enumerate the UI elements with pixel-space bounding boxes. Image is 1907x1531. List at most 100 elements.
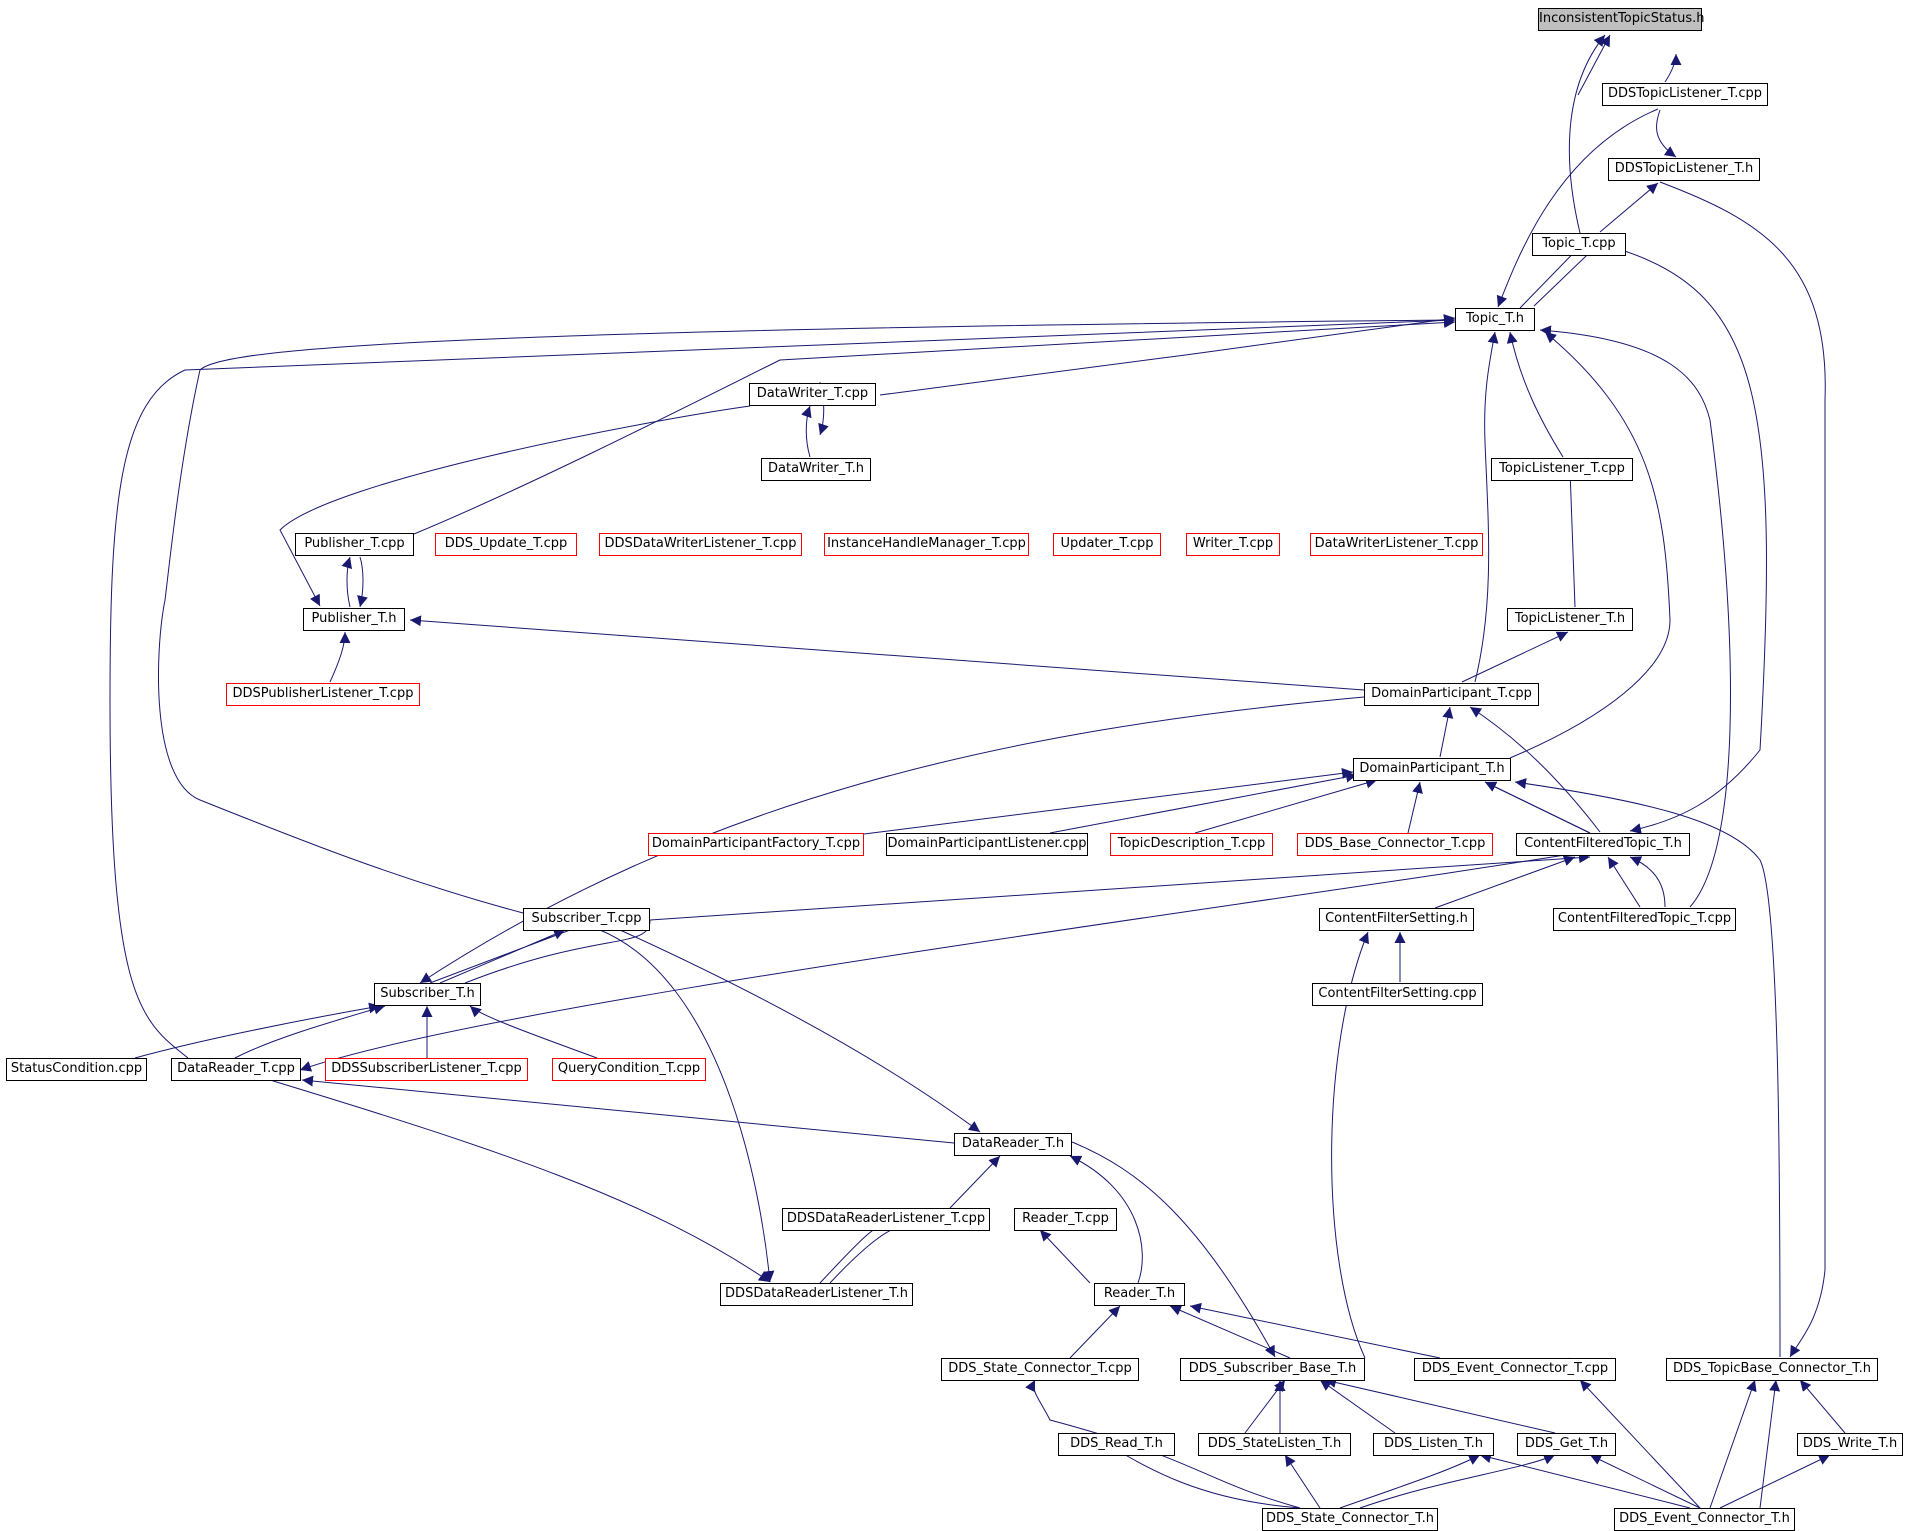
node-subscriber-t-cpp[interactable]: Subscriber_T.cpp (523, 908, 650, 931)
dependency-edge (1049, 771, 1358, 834)
node-contentfiltersetting-h[interactable]: ContentFilterSetting.h (1319, 908, 1474, 931)
node-dds-topicbase-connector-t-h[interactable]: DDS_TopicBase_Connector_T.h (1666, 1358, 1878, 1381)
dependency-edge (413, 317, 1456, 535)
dependency-edge (1284, 1454, 1321, 1509)
node-dds-topic-listener-t-h[interactable]: DDSTopicListener_T.h (1608, 158, 1760, 181)
node-dds-update-t-cpp[interactable]: DDS_Update_T.cpp (435, 533, 577, 556)
node-domainparticipantfactory-t-cpp[interactable]: DomainParticipantFactory_T.cpp (648, 833, 864, 856)
dependency-edge (1189, 1302, 1441, 1359)
node-topiclistener-t-h[interactable]: TopicListener_T.h (1507, 608, 1633, 631)
node-datawriterlistener-t-cpp[interactable]: DataWriterListener_T.cpp (1310, 533, 1483, 556)
node-contentfilteredtopic-t-cpp[interactable]: ContentFilteredTopic_T.cpp (1553, 908, 1736, 931)
dependency-edge (1709, 1379, 1757, 1509)
dependency-edge (863, 767, 1354, 835)
dependency-edge (801, 405, 812, 458)
dependency-edge (1568, 34, 1606, 234)
node-dds-topic-listener-t-cpp[interactable]: DDSTopicListener_T.cpp (1602, 83, 1768, 106)
dependency-edge (409, 615, 1365, 691)
dependency-edge (1719, 1454, 1831, 1509)
node-datareader-t-cpp[interactable]: DataReader_T.cpp (171, 1058, 301, 1081)
node-datawriter-t-h[interactable]: DataWriter_T.h (761, 458, 871, 481)
dependency-edge (1039, 1229, 1091, 1284)
dependency-edge (1599, 182, 1659, 233)
dependency-edge (1506, 331, 1564, 458)
node-reader-t-h[interactable]: Reader_T.h (1094, 1283, 1185, 1306)
dependency-edge (1461, 631, 1569, 683)
node-datareader-t-h[interactable]: DataReader_T.h (954, 1133, 1072, 1156)
dependency-edge (1579, 1379, 1701, 1509)
dependency-edge (649, 852, 1591, 921)
node-dds-get-t-h[interactable]: DDS_Get_T.h (1517, 1433, 1616, 1456)
node-ddsdatareaderlistener-t-cpp[interactable]: DDSDataReaderListener_T.cpp (782, 1208, 990, 1231)
dependency-edge (1564, 469, 1576, 608)
dependency-edge (1514, 778, 1781, 1358)
dependency-edge (1071, 1141, 1276, 1358)
dependency-edge (329, 631, 351, 683)
dependency-edge (1759, 1379, 1781, 1509)
dependency-edge (1659, 181, 1826, 1358)
dependency-edge (949, 1155, 1001, 1209)
node-statuscondition-cpp[interactable]: StatusCondition.cpp (6, 1058, 147, 1081)
node-topicdescription-t-cpp[interactable]: TopicDescription_T.cpp (1110, 833, 1273, 856)
dependency-edge (341, 556, 353, 608)
node-publisher-t-h[interactable]: Publisher_T.h (303, 608, 405, 631)
node-dds-read-t-h[interactable]: DDS_Read_T.h (1058, 1433, 1175, 1456)
dependency-edge (1439, 706, 1454, 758)
dependency-edge (1611, 246, 1767, 835)
dependency-edge (619, 929, 981, 1133)
node-datawriter-t-cpp[interactable]: DataWriter_T.cpp (749, 383, 876, 406)
dependency-edge (1607, 856, 1641, 908)
node-ddsdatareaderlistener-t-h[interactable]: DDSDataReaderListener_T.h (720, 1283, 913, 1306)
dependency-edge (109, 314, 1456, 1059)
node-dds-state-connector-t-cpp[interactable]: DDS_State_Connector_T.cpp (941, 1358, 1139, 1381)
dependency-edge (1469, 706, 1601, 833)
dependency-edge (819, 1219, 886, 1284)
node-reader-t-cpp[interactable]: Reader_T.cpp (1014, 1208, 1117, 1231)
dependency-edge (1484, 781, 1591, 834)
node-ddssubscriberlistener-t-cpp[interactable]: DDSSubscriberListener_T.cpp (325, 1058, 528, 1081)
node-ddspublisherlistener-t-cpp[interactable]: DDSPublisherListener_T.cpp (226, 683, 420, 706)
node-dds-event-connector-t-cpp[interactable]: DDS_Event_Connector_T.cpp (1414, 1358, 1616, 1381)
node-topic-t-cpp[interactable]: Topic_T.cpp (1532, 233, 1626, 256)
node-dds-listen-t-h[interactable]: DDS_Listen_T.h (1373, 1433, 1494, 1456)
node-ddsdatawriterlistener-t-cpp[interactable]: DDSDataWriterListener_T.cpp (599, 533, 802, 556)
dependency-edge (134, 1002, 381, 1059)
node-subscriber-t-h[interactable]: Subscriber_T.h (374, 983, 481, 1006)
node-dds-statelisten-t-h[interactable]: DDS_StateListen_T.h (1198, 1433, 1351, 1456)
node-updater-t-cpp[interactable]: Updater_T.cpp (1053, 533, 1161, 556)
node-dds-write-t-h[interactable]: DDS_Write_T.h (1797, 1433, 1903, 1456)
node-domainparticipant-t-cpp[interactable]: DomainParticipant_T.cpp (1364, 683, 1539, 706)
dependency-edge (1169, 1305, 1291, 1359)
dependency-edge (1194, 777, 1378, 834)
node-domainparticipant-t-h[interactable]: DomainParticipant_T.h (1353, 758, 1511, 781)
node-dds-subscriber-base-t-h[interactable]: DDS_Subscriber_Base_T.h (1180, 1358, 1365, 1381)
dependency-edge (879, 314, 1456, 396)
node-inconsistent-topic-status-h[interactable]: InconsistentTopicStatus.h (1538, 8, 1705, 31)
node-publisher-t-cpp[interactable]: Publisher_T.cpp (295, 533, 414, 556)
node-dds-base-connector-t-cpp[interactable]: DDS_Base_Connector_T.cpp (1297, 833, 1493, 856)
node-writer-t-cpp[interactable]: Writer_T.cpp (1186, 533, 1280, 556)
node-topiclistener-t-cpp[interactable]: TopicListener_T.cpp (1491, 458, 1633, 481)
dependency-edge (1434, 855, 1576, 909)
dependency-edge (1319, 1379, 1396, 1434)
dependency-edge (1359, 1454, 1556, 1509)
node-contentfilteredtopic-t-h[interactable]: ContentFilteredTopic_T.h (1516, 833, 1690, 856)
node-domainparticipantlistener-cpp[interactable]: DomainParticipantListener.cpp (886, 833, 1088, 856)
node-dds-state-connector-t-h[interactable]: DDS_State_Connector_T.h (1262, 1508, 1438, 1531)
node-dds-event-connector-t-h[interactable]: DDS_Event_Connector_T.h (1614, 1508, 1795, 1531)
node-contentfiltersetting-cpp[interactable]: ContentFilterSetting.cpp (1312, 983, 1483, 1006)
dependency-edge (1407, 781, 1423, 834)
dependency-edge (1069, 1305, 1121, 1359)
dependency-edge (1799, 1379, 1846, 1434)
node-instancehandlemanager-t-cpp[interactable]: InstanceHandleManager_T.cpp (824, 533, 1029, 556)
dependency-edge (279, 405, 751, 607)
node-querycondition-t-cpp[interactable]: QueryCondition_T.cpp (552, 1058, 706, 1081)
dependency-edge (357, 556, 368, 608)
dependency-edge (1539, 325, 1731, 908)
dependency-edge (1324, 1377, 1556, 1434)
node-topic-t-h[interactable]: Topic_T.h (1455, 308, 1535, 331)
dependency-edge (1589, 1454, 1701, 1509)
dependency-edge (157, 314, 1456, 914)
dependency-edge (234, 1003, 386, 1059)
